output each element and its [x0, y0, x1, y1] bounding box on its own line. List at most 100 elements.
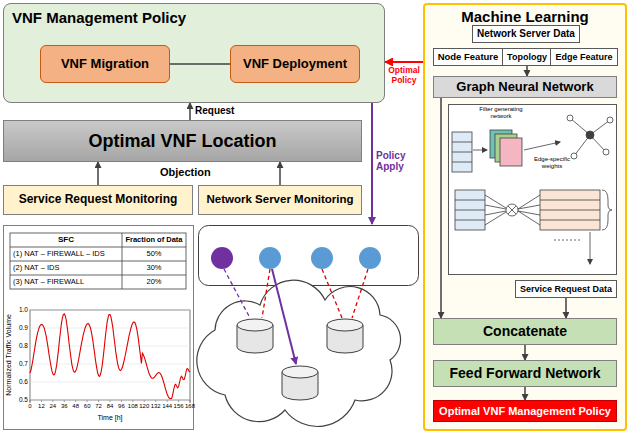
tick-label: 0.9	[10, 324, 28, 331]
table-cell: (3) NAT – FIREWALL	[13, 278, 121, 286]
box-label: Optimal VNF Location	[88, 131, 276, 152]
monitor-box: Service Request Monitoring	[3, 185, 193, 215]
figure-part	[607, 117, 613, 123]
figure-part	[190, 400, 191, 403]
figure-part	[508, 206, 516, 214]
process-box: VNF Migration	[40, 45, 170, 83]
tick-label: 144	[159, 403, 175, 410]
figure-part	[602, 190, 612, 230]
figure-part	[518, 205, 540, 209]
vnf-circle	[359, 247, 381, 269]
gnn-figure	[452, 115, 613, 264]
sfc-table	[10, 233, 186, 289]
figure-part	[540, 200, 600, 201]
box-label: Network Server Data	[477, 28, 575, 40]
dashed-link	[322, 269, 342, 318]
figure-part	[452, 162, 472, 163]
figure-part	[567, 115, 573, 121]
panel-fill	[423, 3, 627, 431]
figure-part	[506, 204, 518, 216]
tick-label: 132	[148, 403, 164, 410]
figure-part	[30, 400, 31, 403]
figure-part	[455, 190, 485, 230]
process-box: Feed Forward Network	[433, 360, 617, 387]
figure-part	[500, 138, 522, 166]
figure-part	[485, 195, 506, 208]
server-cylinder	[282, 366, 318, 400]
data-box: Network Server Data	[472, 25, 580, 43]
figure-part	[524, 142, 560, 150]
tick-label: 60	[79, 403, 95, 410]
tick-label: 96	[113, 403, 129, 410]
connector	[565, 298, 567, 318]
data-box: Service Request Data	[515, 280, 617, 298]
grid-line	[30, 310, 190, 311]
panel-fill	[3, 3, 385, 103]
figure-part	[10, 261, 186, 262]
tick-label: 156	[171, 403, 187, 410]
box-label: Service Request Data	[520, 284, 612, 294]
connector	[279, 162, 281, 185]
box-label: VNF Deployment	[243, 57, 347, 72]
dashed-link	[352, 269, 368, 318]
figure-part	[473, 150, 487, 151]
data-frame	[4, 226, 194, 430]
figure-part	[10, 247, 186, 248]
location-band: Optimal VNF Location	[3, 120, 362, 162]
tick-label: 0	[22, 403, 38, 410]
tick-label: 1.0	[10, 306, 28, 313]
figure-part	[571, 153, 577, 159]
panel-title: Machine Learning	[425, 8, 625, 25]
vnf-circle	[259, 247, 281, 269]
figure-part	[452, 152, 472, 153]
chart-frame	[30, 310, 190, 403]
vnf-circle	[311, 247, 333, 269]
grid-line	[30, 346, 190, 347]
grid-line	[30, 328, 190, 329]
table-cell: (1) NAT – FIREWALL – IDS	[13, 250, 121, 258]
tick-label: 120	[136, 403, 152, 410]
tick-label: 0.6	[10, 378, 28, 385]
box-label: Graph Neural Network	[456, 80, 593, 95]
table-cell: (2) NAT – IDS	[13, 264, 121, 272]
monitor-box: Network Server Monitoring	[198, 185, 362, 215]
figure-part	[455, 220, 485, 221]
figure-part	[540, 190, 600, 230]
box-label: Edge Feature	[555, 52, 612, 62]
box-label: Node Feature	[438, 52, 499, 63]
table-header: SFC	[10, 236, 122, 245]
box-label: Service Request Monitoring	[19, 193, 178, 207]
figure-note: Edge-specific weights	[530, 156, 574, 169]
feature-box: Node Feature	[433, 48, 504, 66]
table-cell: 50%	[122, 250, 186, 258]
axis-title: Time [h]	[85, 414, 135, 422]
axis-title: Normalized Traffic Volume	[5, 305, 13, 405]
process-box: Graph Neural Network	[433, 76, 617, 98]
process-box: VNF Deployment	[230, 45, 360, 83]
tick-label: 0.7	[10, 360, 28, 367]
panel-title: VNF Management Policy	[12, 9, 186, 26]
figure-part	[586, 131, 594, 139]
gnn-figure-frame	[449, 105, 617, 275]
figure-part	[540, 220, 600, 221]
note-label: Objection	[160, 166, 220, 178]
figure-part	[452, 142, 472, 143]
policy-panel: VNF Management PolicyVNF Migration VNF De…	[3, 3, 385, 103]
box-label: Feed Forward Network	[450, 365, 601, 381]
figure-part	[554, 240, 582, 241]
policy-apply-line	[371, 103, 373, 224]
figure-part	[603, 149, 609, 155]
note-label: Policy Apply	[376, 150, 420, 172]
edge-label: Optimal Policy	[386, 66, 422, 85]
edge-label: Request	[195, 105, 245, 116]
tick-label: 24	[45, 403, 61, 410]
figure-part	[540, 210, 600, 211]
table-header: Fraction of Data	[122, 236, 186, 244]
box-label: Network Server Monitoring	[207, 193, 354, 206]
figure-part	[485, 212, 506, 225]
box-label: Concatenate	[483, 323, 567, 339]
server-frame	[199, 226, 419, 286]
grid-line	[30, 382, 190, 383]
tick-label: 168	[182, 403, 198, 410]
figure-part	[590, 232, 591, 264]
